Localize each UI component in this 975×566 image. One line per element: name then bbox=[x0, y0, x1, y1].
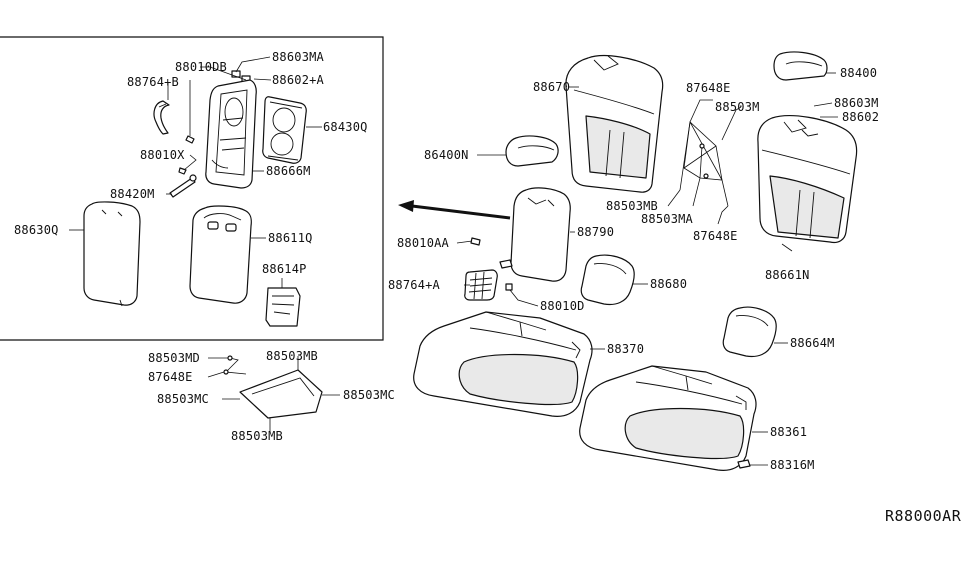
part-88503-mat-group bbox=[223, 355, 323, 419]
part-88664m-side-cushion bbox=[722, 306, 777, 358]
part-86400n-headrest bbox=[505, 135, 559, 167]
callout-88614p: 88614P bbox=[262, 262, 307, 276]
part-88764a-grille bbox=[464, 269, 498, 301]
part-88670-seat-back bbox=[565, 55, 664, 193]
callout-88602: 88602 bbox=[842, 110, 879, 124]
callout-88670: 88670 bbox=[533, 80, 570, 94]
callout-68430q: 68430Q bbox=[323, 120, 368, 134]
callout-88010d: 88010D bbox=[540, 299, 585, 313]
callout-88503mc-right: 88503MC bbox=[343, 388, 395, 402]
callout-88503mb-top: 88503MB bbox=[266, 349, 318, 363]
callout-88010aa: 88010AA bbox=[397, 236, 450, 250]
callout-88611q: 88611Q bbox=[268, 231, 313, 245]
callout-88400: 88400 bbox=[840, 66, 877, 80]
callout-88630q: 88630Q bbox=[14, 223, 59, 237]
callout-88503mc-left: 88503MC bbox=[157, 392, 209, 406]
callout-88664m: 88664M bbox=[790, 336, 835, 350]
callout-88764a: 88764+A bbox=[388, 278, 441, 292]
callout-88503mb-bottom: 88503MB bbox=[231, 429, 283, 443]
diagram-code: R88000AR bbox=[885, 507, 962, 525]
callout-88010x: 88010X bbox=[140, 148, 185, 162]
part-88420m-rod bbox=[169, 174, 197, 198]
direction-arrow bbox=[398, 200, 511, 220]
part-88400-headrest bbox=[773, 51, 828, 81]
leader-lines bbox=[69, 56, 838, 466]
part-fasteners-center bbox=[470, 237, 513, 291]
callout-88764b: 88764+B bbox=[127, 75, 179, 89]
callout-87648e-top: 87648E bbox=[686, 81, 731, 95]
callout-88503m: 88503M bbox=[715, 100, 760, 114]
callout-88316m: 88316M bbox=[770, 458, 815, 472]
part-small-screws bbox=[178, 70, 251, 175]
part-68430q-cup-holder bbox=[262, 96, 307, 164]
callout-88361: 88361 bbox=[770, 425, 807, 439]
inset-frame bbox=[0, 36, 384, 341]
part-88370-seat-cushion bbox=[413, 311, 593, 417]
callout-87648e-low: 87648E bbox=[148, 370, 193, 384]
part-88764b-hook-clip bbox=[153, 100, 170, 135]
callout-88666m: 88666M bbox=[266, 164, 311, 178]
callout-88503mb-mid: 88503MB bbox=[606, 199, 658, 213]
callout-88680: 88680 bbox=[650, 277, 687, 291]
part-88503-wire-harness bbox=[679, 121, 729, 207]
part-88361-seat-cushion bbox=[579, 365, 757, 471]
callout-88503md: 88503MD bbox=[148, 351, 200, 365]
part-88611q-armrest-trim bbox=[189, 205, 252, 304]
callout-88790: 88790 bbox=[577, 225, 614, 239]
callout-88503ma-mid: 88503MA bbox=[641, 212, 694, 226]
part-88790-center-armrest bbox=[510, 187, 571, 282]
callout-88420m: 88420M bbox=[110, 187, 155, 201]
callout-88602a: 88602+A bbox=[272, 73, 325, 87]
callout-88661n: 88661N bbox=[765, 268, 810, 282]
callout-88010db: 88010DB bbox=[175, 60, 227, 74]
part-88661n-seat-back bbox=[757, 115, 858, 244]
part-88630q-armrest-cover bbox=[83, 201, 141, 307]
part-88680-side-cushion bbox=[580, 254, 635, 306]
part-88614p-bracket bbox=[265, 287, 301, 327]
callout-88603ma: 88603MA bbox=[272, 50, 325, 64]
callout-87648e-mid: 87648E bbox=[693, 229, 738, 243]
part-88666m-armrest-frame bbox=[205, 79, 257, 189]
callout-86400n: 86400N bbox=[424, 148, 469, 162]
part-88316m-plug bbox=[737, 459, 751, 469]
callout-88370: 88370 bbox=[607, 342, 644, 356]
callout-88603m: 88603M bbox=[834, 96, 879, 110]
